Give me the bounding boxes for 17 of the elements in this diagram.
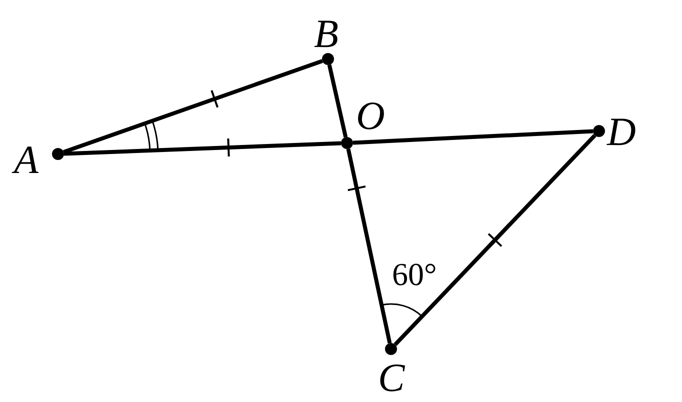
point-dot bbox=[322, 53, 334, 65]
line-segment bbox=[64, 141, 342, 156]
line-segment bbox=[327, 64, 348, 138]
point-dot bbox=[385, 343, 397, 355]
line-segment bbox=[352, 129, 594, 145]
point-dot bbox=[593, 125, 605, 137]
point-label: A bbox=[14, 140, 38, 180]
point-label: D bbox=[607, 112, 636, 152]
line-segment bbox=[63, 59, 323, 154]
line-segment bbox=[346, 148, 392, 344]
point-dot bbox=[52, 148, 64, 160]
angle-label: 60° bbox=[392, 255, 437, 294]
point-label: B bbox=[314, 14, 338, 54]
line-segment bbox=[394, 134, 596, 346]
point-dot bbox=[341, 137, 353, 149]
point-label: O bbox=[356, 96, 385, 136]
point-label: C bbox=[378, 358, 405, 398]
